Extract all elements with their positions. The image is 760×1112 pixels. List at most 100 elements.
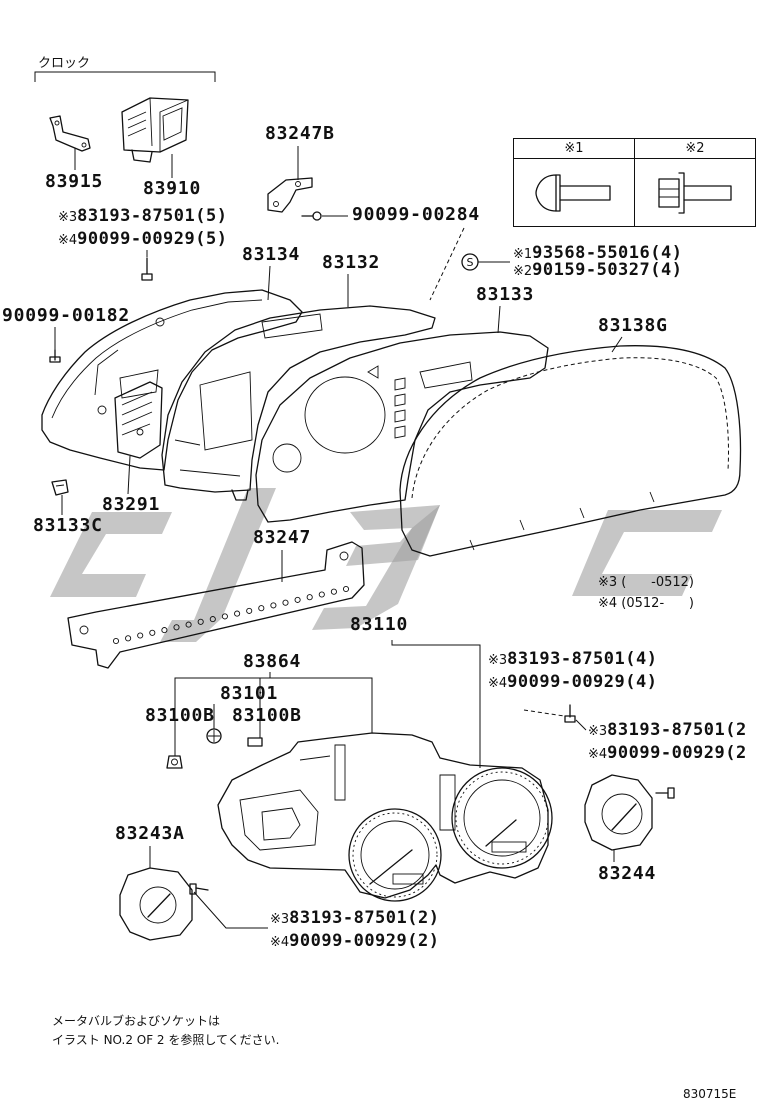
label-90099-00182: 90099-00182	[2, 305, 131, 326]
part-83133C-clip-drawing	[51, 479, 69, 496]
ref-mark: ※4	[58, 233, 78, 248]
strip-hole	[330, 588, 337, 595]
table-cell-2	[635, 159, 755, 226]
screw-90099-00182-drawing	[49, 349, 61, 363]
footnote-line-1: メータバルブおよびソケットは	[52, 1014, 221, 1028]
label-83247B: 83247B	[265, 123, 335, 144]
part-83110-meter-drawing	[217, 732, 553, 902]
part-83910-clock-drawing	[121, 97, 189, 163]
ref-mark: ※3	[58, 210, 78, 225]
screw-ref-meter-top-2: ※490099-00929(4)	[488, 672, 657, 694]
strip-hole	[112, 637, 120, 645]
ref-mark: ※4	[270, 935, 290, 950]
label-83864: 83864	[243, 651, 302, 672]
gauge-right-drawing	[451, 767, 553, 869]
strip-hole	[161, 627, 168, 634]
label-83132: 83132	[322, 252, 381, 273]
ref-part-number: 90099-00929(5)	[77, 229, 228, 249]
screw-meter-left-drawing	[189, 883, 209, 895]
strip-hole	[149, 629, 156, 636]
part-83138G-glass-drawing	[399, 345, 742, 557]
strip-hole	[342, 585, 350, 593]
ref-mark: ※3	[270, 912, 290, 927]
part-83100B-right-drawing	[247, 737, 263, 747]
strip-hole	[246, 607, 253, 614]
strip-hole	[125, 635, 132, 642]
watermark-shape-5	[572, 510, 722, 596]
watermark-graphic	[50, 488, 722, 642]
strip-hole	[221, 613, 228, 620]
date-note-2: ※4 (0512- )	[598, 596, 695, 611]
screw-ref-clock-2: ※490099-00929(5)	[58, 229, 227, 251]
screw-ref-meter-right-1: ※383193-87501(2	[588, 720, 747, 742]
label-83134: 83134	[242, 244, 301, 265]
part-83291-board-drawing	[114, 381, 163, 459]
round-head-bolt-icon	[535, 173, 611, 212]
strip-hole	[294, 596, 301, 603]
clock-group-label: クロック	[38, 56, 91, 71]
part-83132-case-drawing	[161, 305, 436, 501]
ref-part-number: 90099-00929(2	[607, 743, 747, 763]
date-note-1: ※3 ( -0512)	[598, 575, 695, 590]
label-83291: 83291	[102, 494, 161, 515]
label-83100B-right: 83100B	[232, 705, 302, 726]
part-83243A-knob-drawing	[119, 867, 193, 941]
strip-hole	[185, 621, 192, 628]
part-83101-drawing	[206, 728, 222, 744]
watermark-shape-1	[50, 512, 172, 597]
label-83910: 83910	[143, 178, 202, 199]
strip-hole	[258, 605, 265, 612]
ref-mark: ※3	[488, 653, 508, 668]
strip-hole	[137, 632, 144, 639]
watermark-shape-4	[312, 505, 440, 630]
label-83244: 83244	[598, 863, 657, 884]
screw-ref-meter-right-2: ※490099-00929(2	[588, 743, 747, 765]
seal-item-1: ※193568-55016(4)	[513, 244, 682, 264]
label-83138G: 83138G	[598, 315, 668, 336]
watermark-shape-2	[160, 488, 276, 642]
screw-90099-00284-drawing	[301, 211, 322, 221]
part-83134-case-drawing	[41, 289, 303, 471]
ref-part-number: 90099-00929(2)	[289, 931, 440, 951]
label-83915: 83915	[45, 171, 104, 192]
label-83101: 83101	[220, 683, 279, 704]
ref-mark: ※1	[513, 247, 533, 262]
ref-mark: ※4	[488, 676, 508, 691]
screw-clock-drawing	[141, 257, 153, 281]
label-83243A: 83243A	[115, 823, 185, 844]
fastener-type-table: ※1 ※2	[513, 138, 756, 227]
ref-part-number: 90099-00929(4)	[507, 672, 658, 692]
footnote-line-2: イラスト NO.2 OF 2 を参照してください.	[52, 1033, 280, 1047]
label-83133C: 83133C	[33, 515, 103, 536]
table-header-1: ※1	[514, 139, 634, 159]
strip-hole	[270, 602, 277, 609]
gauge-left-drawing	[348, 808, 442, 902]
screw-ref-meter-top-1: ※383193-87501(4)	[488, 649, 657, 671]
part-83247B-bracket-drawing	[267, 177, 313, 213]
ref-part-number: 93568-55016(4)	[532, 243, 683, 263]
ref-part-number: 83193-87501(5)	[77, 206, 228, 226]
screw-ref-meter-left-1: ※383193-87501(2)	[270, 908, 439, 930]
seal-item-2: ※290159-50327(4)	[513, 261, 682, 281]
ref-part-number: 83193-87501(2)	[289, 908, 440, 928]
hex-flange-bolt-icon	[658, 171, 732, 214]
screw-meter-top-drawing	[564, 704, 576, 723]
screw-ref-meter-left-2: ※490099-00929(2)	[270, 931, 439, 953]
part-83244-knob-drawing	[584, 774, 653, 851]
screw-meter-right-drawing	[655, 787, 675, 799]
seal-symbol-letter: S	[467, 256, 474, 269]
strip-hole	[306, 594, 313, 601]
strip-hole	[318, 591, 325, 598]
part-83100B-left-drawing	[166, 755, 183, 769]
ref-part-number: 83193-87501(2	[607, 720, 747, 740]
table-column-1: ※1	[514, 139, 634, 226]
ref-mark: ※4	[588, 747, 608, 762]
ref-part-number: 83193-87501(4)	[507, 649, 658, 669]
label-83100B-left: 83100B	[145, 705, 215, 726]
strip-hole	[197, 618, 204, 625]
label-83247: 83247	[253, 527, 312, 548]
strip-hole	[209, 616, 216, 623]
ref-mark: ※3	[588, 724, 608, 739]
